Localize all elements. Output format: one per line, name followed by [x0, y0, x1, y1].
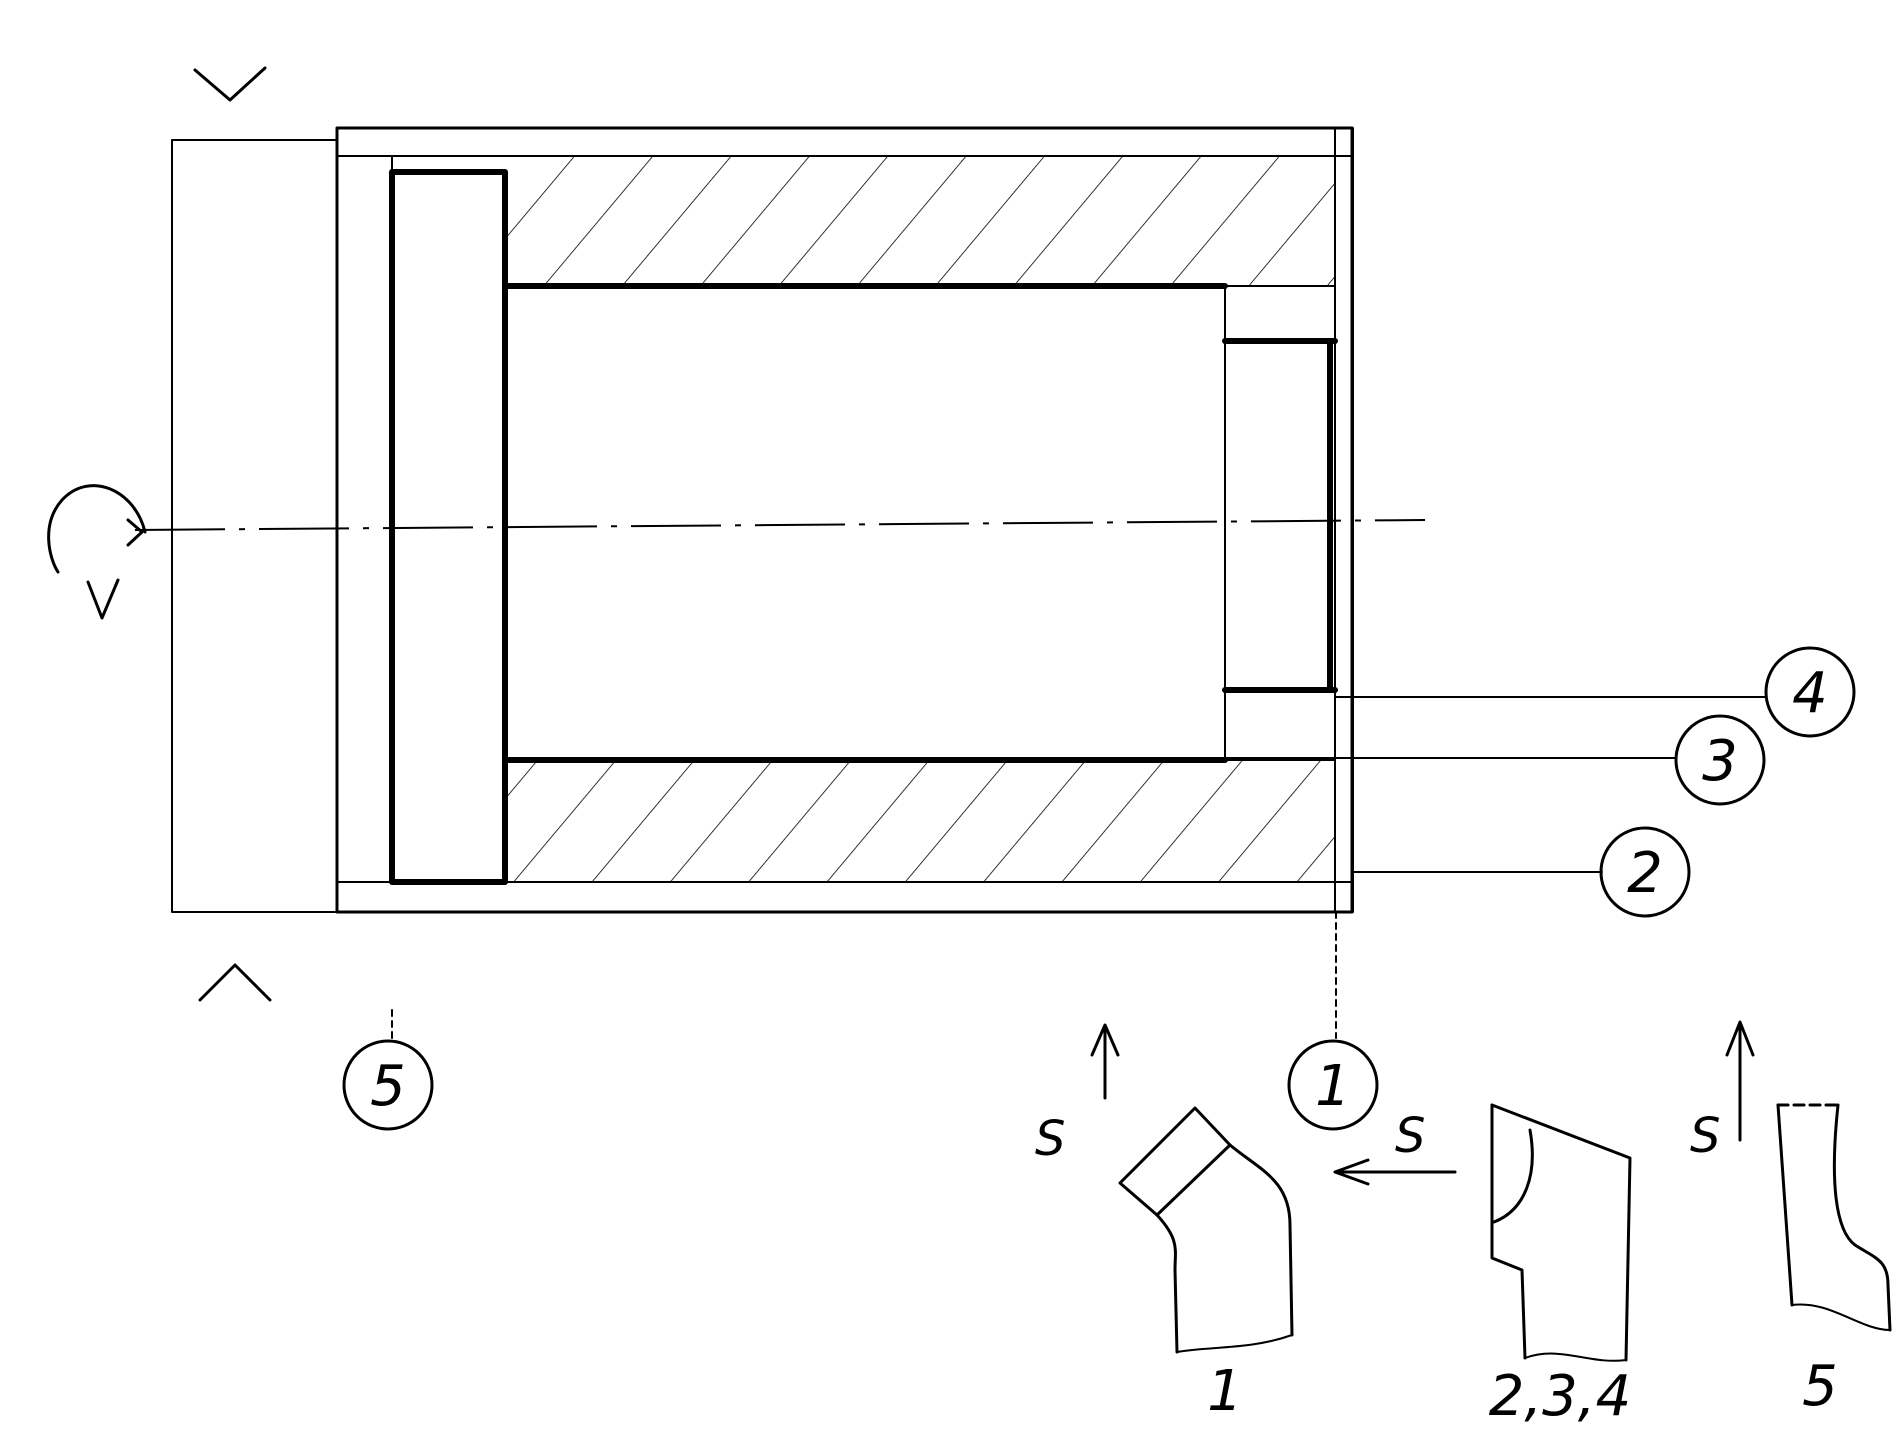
- tool-5: S 5: [1690, 1020, 1892, 1419]
- tool-2-3-4-caption: 2,3,4: [1489, 1364, 1632, 1429]
- callout-5-label: 5: [370, 1054, 406, 1119]
- internal-groove: [389, 169, 508, 885]
- part-outline: [335, 126, 1354, 914]
- section-mark-top: [193, 66, 267, 102]
- tool-2-feed-label: S: [1395, 1108, 1425, 1164]
- callout-2-label: 2: [1627, 841, 1663, 906]
- tool-1-feed-label: S: [1035, 1111, 1065, 1167]
- callout-1-label: 1: [1315, 1054, 1351, 1119]
- body-wall: [505, 156, 1335, 882]
- callout-3-label: 3: [1702, 729, 1738, 794]
- callout-2: 2: [1599, 826, 1691, 918]
- centerline: [134, 519, 1426, 531]
- leader-lines: [391, 696, 1766, 1043]
- left-end-wall: [336, 155, 393, 883]
- callout-4-label: 4: [1792, 661, 1828, 726]
- step-ring: [1222, 285, 1338, 761]
- tool-2-3-4: S 2,3,4: [1333, 1103, 1632, 1429]
- bore: [502, 283, 1228, 763]
- callout-1: 1: [1287, 1039, 1379, 1131]
- chuck-jaw: [171, 139, 338, 913]
- tool-1: S 1: [1035, 1023, 1294, 1424]
- callout-5: 5: [342, 1039, 434, 1131]
- tool-5-feed-label: S: [1690, 1108, 1720, 1164]
- callout-3: 3: [1674, 714, 1766, 806]
- rotation-arrow-icon: [47, 484, 147, 620]
- section-mark-bottom: [198, 963, 272, 1002]
- tool-1-caption: 1: [1207, 1359, 1243, 1424]
- callout-4: 4: [1764, 646, 1856, 738]
- tool-5-caption: 5: [1802, 1354, 1838, 1419]
